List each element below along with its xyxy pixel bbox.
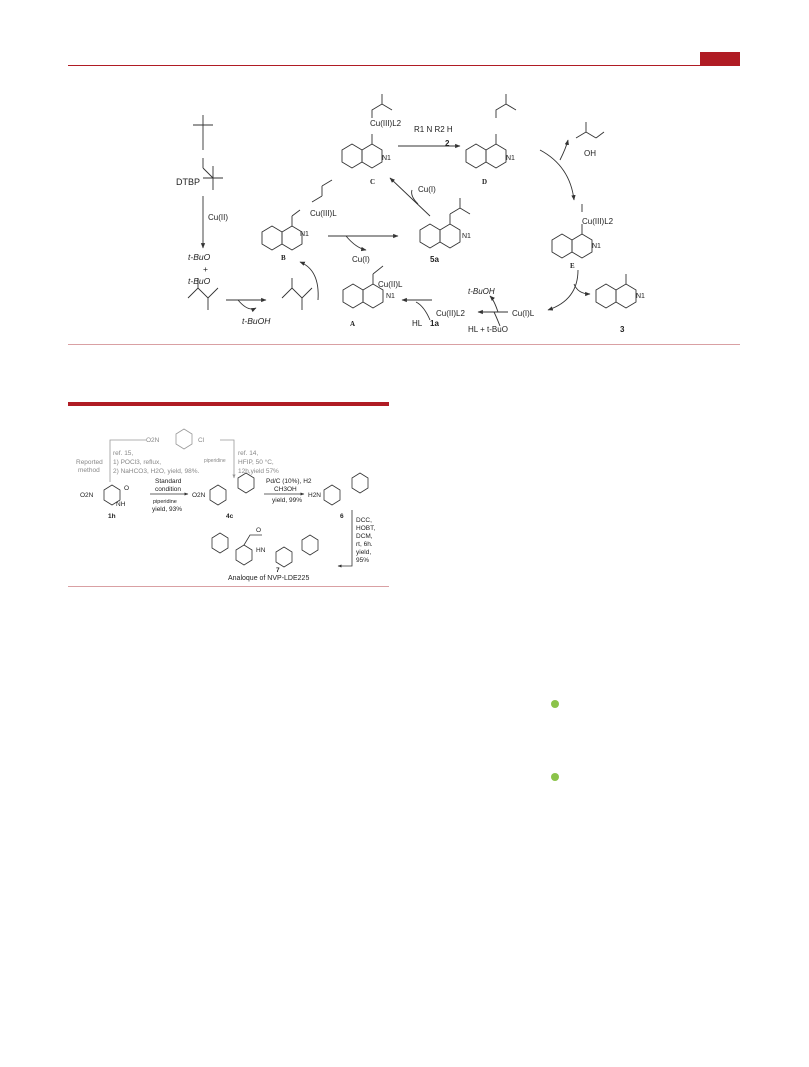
dcc-line3: DCM, [356,533,373,540]
cu-iii-l2-c: Cu(III)L2 [370,119,402,128]
plus-sign: + [203,264,208,274]
dcc-line2: HOBT, [356,525,375,532]
n1-e: N1 [592,243,601,250]
ref15-line2: 1) POCl3, reflux, [113,459,161,466]
pdc-line1: Pd/C (10%), H2 [266,478,312,485]
mechanism-scheme: DTBP Cu(II) t-BuO + t-BuO t-BuOH Cu(II)L… [176,94,645,334]
label-1a: 1a [430,319,439,328]
scheme1-bottom-rule [68,344,740,345]
tbuo-radical: t-BuO [188,252,211,262]
o2n-1h: O2N [80,492,94,499]
hl-label: HL [412,319,423,328]
reported-method-line1: Reported [76,459,103,466]
ref15-line1: ref. 15, [113,450,133,457]
label-7: 7 [276,567,280,574]
ref14-line2: HFIP, 50 °C, [238,458,274,466]
cu-ii-l-a: Cu(II)L [378,280,403,289]
label-c: C [370,178,375,186]
dcc-line6: 95% [356,557,369,564]
scheme2-top-bar [68,402,389,406]
header-accent-block [700,52,740,65]
nitro-cl-o2n: O2N [146,437,160,444]
nitro-cl-cl: Cl [198,437,205,444]
reagent-dtbp: DTBP [176,177,200,187]
synthesis-scheme: Reported method ref. 15, 1) POCl3, reflu… [76,428,375,582]
o2n-4c: O2N [192,492,206,499]
oh-acid: OH [584,149,596,158]
ref14-line3: 12h,yield 57% [238,468,279,475]
n1-5a: N1 [462,233,471,240]
std-condition-1: Standard [155,478,182,485]
label-6: 6 [340,513,344,520]
reported-method-line2: method [78,467,100,474]
dcc-line5: yield, [356,549,371,556]
ref14-line1: ref. 14, [238,450,258,457]
n1-3: N1 [636,293,645,300]
h2n-6: H2N [308,492,321,499]
label-5a: 5a [430,255,439,264]
dcc-line1: DCC, [356,517,372,524]
cu-i-c: Cu(I) [418,185,436,194]
cu-ii-reagent: Cu(II) [208,213,228,222]
label-3: 3 [620,325,625,334]
hl-tbuo: HL + t-BuO [468,325,508,334]
cu-iii-l2-e: Cu(III)L2 [582,217,614,226]
label-2: 2 [445,139,450,148]
bullet-dot [551,700,559,708]
label-4c: 4c [226,513,234,520]
n1-c: N1 [382,155,391,162]
tbuoh-right: t-BuOH [468,287,495,296]
nh-1h: NH [116,501,126,508]
label-d: D [482,178,487,186]
bullet-dot [551,773,559,781]
amine-reagent: R1 N R2 H [414,125,453,134]
n1-d: N1 [506,155,515,162]
yield-93: yield, 93% [152,506,182,513]
std-condition-2: condition [155,486,181,493]
label-1h: 1h [108,513,116,520]
pdc-line3: yield, 99% [272,497,302,504]
n1-a: N1 [386,293,395,300]
label-e: E [570,262,575,270]
cu-i-l: Cu(I)L [512,309,535,318]
cu-iii-l-b: Cu(III)L [310,209,337,218]
header-rule [68,65,740,66]
dcc-line4: rt, 6h. [356,541,373,548]
scheme2-bottom-rule [68,586,389,587]
label-b: B [281,254,286,262]
piperidine-small: piperidine [204,458,226,464]
cu-i-b: Cu(I) [352,255,370,264]
pdc-line2: CH3OH [274,486,297,493]
n1-b: N1 [300,231,309,238]
ref15-line3: 2) NaHCO3, H2O, yield, 98%. [113,468,200,475]
o-1h: O [124,485,129,492]
o-7: O [256,527,261,534]
piperidine-label: piperidine [153,499,177,505]
tbuoh-product: t-BuOH [242,316,271,326]
analogue-caption: Analoque of NVP-LDE225 [228,575,309,582]
hn-7: HN [256,547,266,554]
cu-ii-l2: Cu(II)L2 [436,309,465,318]
tbuo-radical-2: t-BuO [188,276,211,286]
label-a: A [350,320,355,328]
